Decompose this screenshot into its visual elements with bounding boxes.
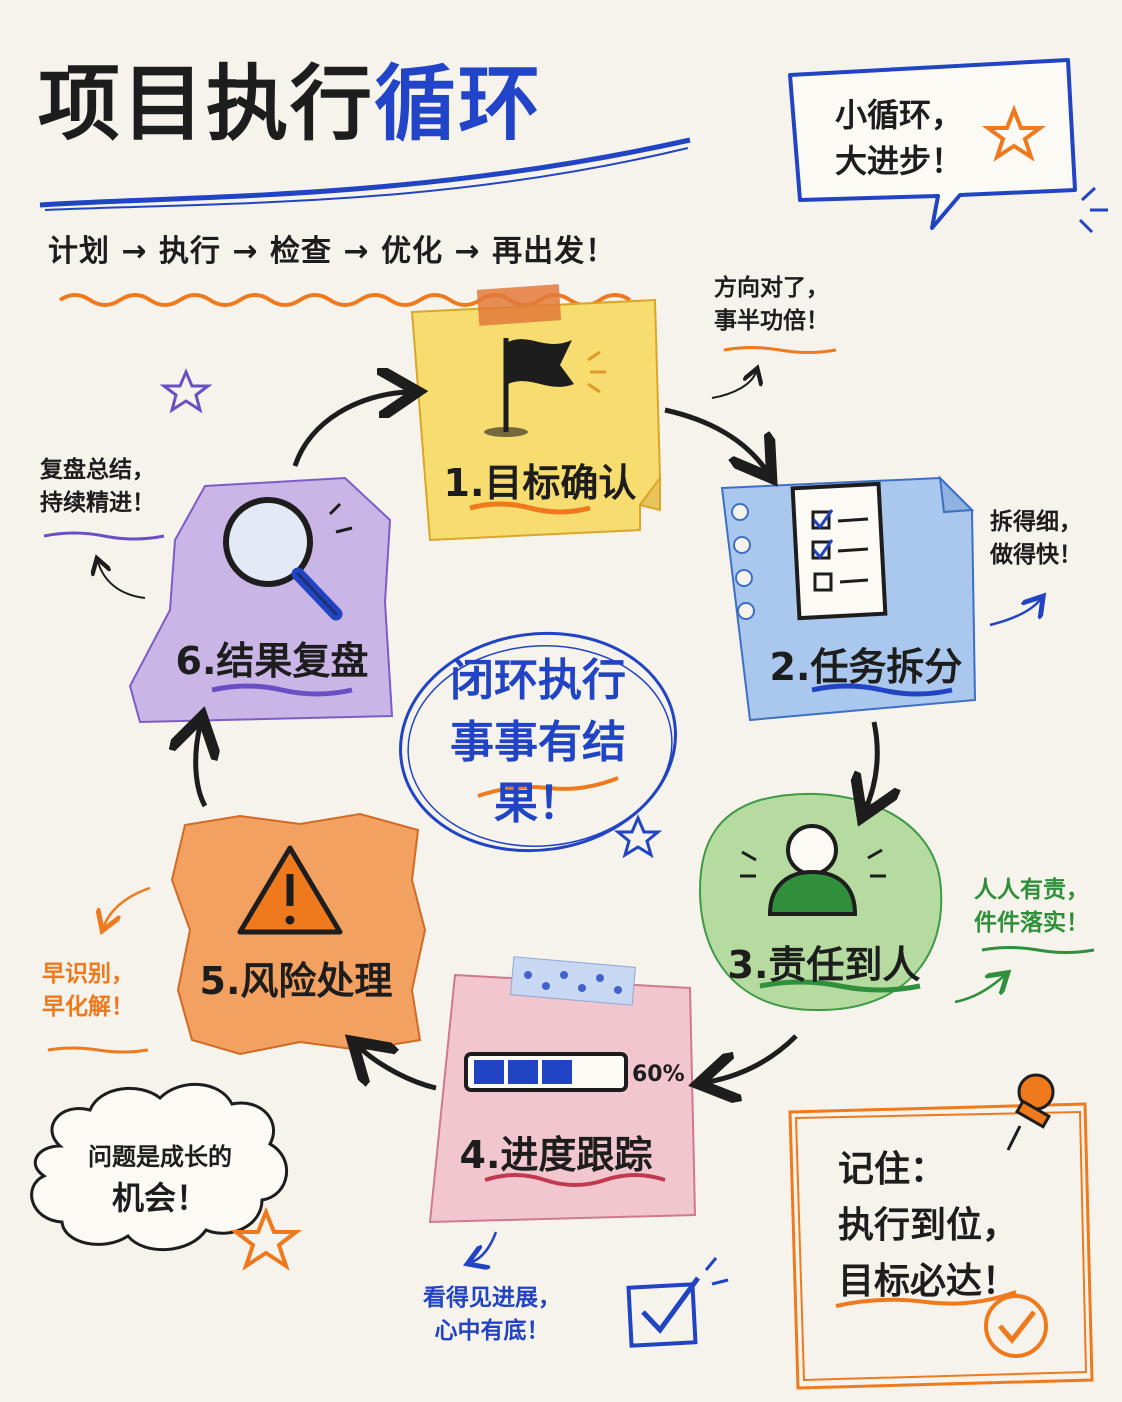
remember-box: 记住： 执行到位， 目标必达！ bbox=[838, 1142, 1018, 1309]
remember-line-1: 记住： bbox=[838, 1149, 947, 1190]
step-6-label: 6.结果复盘 bbox=[175, 639, 369, 683]
note-step-5: 早识别， 早化解！ bbox=[42, 958, 134, 1025]
cloud-line-1: 问题是成长的 bbox=[88, 1143, 232, 1171]
star-icon bbox=[230, 1206, 302, 1271]
star-icon bbox=[613, 814, 663, 859]
step-5-label: 5.风险处理 bbox=[199, 959, 393, 1003]
step-1-label: 1.目标确认 bbox=[443, 461, 637, 505]
arrow-1-to-2 bbox=[664, 407, 766, 470]
note-line: 人人有责， bbox=[974, 877, 1089, 903]
star-icon bbox=[159, 368, 213, 414]
title-underline bbox=[39, 137, 691, 208]
page-title: 项目执行循环 bbox=[38, 64, 542, 146]
card-6-shape bbox=[128, 476, 394, 724]
note-line: 心中有底！ bbox=[434, 1318, 550, 1345]
arrow-4-to-5 bbox=[360, 1048, 437, 1091]
title-part-2: 循环 bbox=[374, 57, 543, 152]
note-line: 复盘总结， bbox=[40, 457, 155, 483]
tape bbox=[476, 284, 562, 326]
note-step-4: 看得见进展， 心中有底！ bbox=[402, 1282, 582, 1349]
remember-line-2: 执行到位， bbox=[838, 1204, 1019, 1246]
note-line: 事半功倍！ bbox=[714, 308, 829, 335]
remember-frame bbox=[788, 1102, 1094, 1390]
note-step-6: 复盘总结， 持续精进！ bbox=[40, 454, 155, 521]
remember-line-3: 目标必达！ bbox=[838, 1260, 1019, 1302]
arrow-2-to-3 bbox=[866, 721, 877, 808]
center-slogan: 闭环执行 事事有结果！ bbox=[418, 650, 658, 835]
note-line: 早识别， bbox=[42, 961, 134, 987]
subtitle: 计划 → 执行 → 检查 → 优化 → 再出发！ bbox=[48, 234, 617, 269]
arrow-3-to-4 bbox=[708, 1034, 798, 1082]
flag-icon bbox=[484, 338, 606, 437]
top-bubble-text: 小循环， 大进步！ bbox=[814, 92, 984, 185]
cloud-shape bbox=[30, 1083, 288, 1252]
checkbox-icon bbox=[626, 1282, 698, 1348]
magnifier-icon bbox=[223, 497, 353, 621]
top-bubble-line-2: 大进步！ bbox=[834, 142, 963, 181]
note-step-1: 方向对了， 事半功倍！ bbox=[714, 272, 829, 339]
step-4-label: 4.进度跟踪 bbox=[459, 1133, 653, 1177]
note-line: 早化解！ bbox=[42, 994, 134, 1021]
note-line: 做得快！ bbox=[990, 542, 1082, 569]
top-bubble-line-1: 小循环， bbox=[834, 96, 963, 134]
check-circle-icon bbox=[984, 1294, 1048, 1358]
tape-dotted bbox=[510, 956, 636, 1006]
arrow-5-to-6 bbox=[196, 726, 205, 808]
star-icon bbox=[981, 104, 1047, 162]
cloud-text: 问题是成长的 机会！ bbox=[50, 1140, 270, 1221]
pushpin-icon bbox=[1006, 1073, 1055, 1151]
step-2-label: 2.任务拆分 bbox=[769, 645, 963, 689]
checklist-icon bbox=[790, 481, 888, 621]
checkmark-icon bbox=[641, 1276, 701, 1334]
cloud-line-2: 机会！ bbox=[111, 1178, 208, 1217]
note-line: 看得见进展， bbox=[423, 1285, 561, 1311]
center-line-1: 闭环执行 bbox=[450, 655, 626, 706]
note-line: 拆得细， bbox=[990, 509, 1082, 535]
speech-bubble bbox=[788, 58, 1077, 230]
note-line: 持续精进！ bbox=[40, 490, 155, 517]
note-step-3: 人人有责， 件件落实！ bbox=[974, 874, 1089, 941]
person-icon bbox=[740, 824, 886, 916]
note-line: 件件落实！ bbox=[974, 910, 1089, 937]
sparkle-icon bbox=[1078, 186, 1108, 234]
warning-icon bbox=[237, 845, 343, 935]
note-step-2: 拆得细， 做得快！ bbox=[990, 506, 1082, 573]
progress-bar-icon bbox=[464, 1052, 628, 1092]
center-circle bbox=[399, 631, 677, 853]
arrow-6-to-1 bbox=[292, 392, 408, 467]
step-3-label: 3.责任到人 bbox=[727, 943, 921, 987]
title-part-1: 项目执行 bbox=[38, 57, 375, 152]
note-line: 方向对了， bbox=[714, 275, 829, 301]
center-line-2: 事事有结果！ bbox=[450, 716, 626, 830]
progress-percent: 60% bbox=[632, 1062, 685, 1087]
